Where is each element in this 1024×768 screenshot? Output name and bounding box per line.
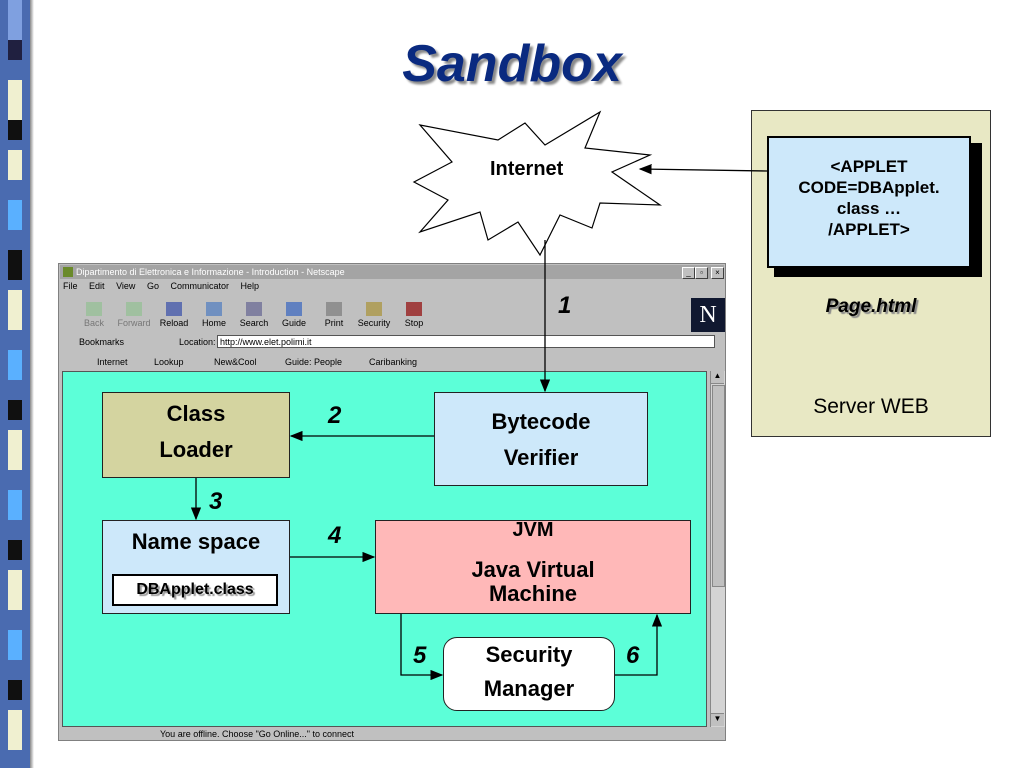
minimize-button[interactable]: _ — [682, 267, 695, 279]
print-button[interactable]: Print — [314, 302, 354, 328]
personal-caribanking[interactable]: Caribanking — [369, 357, 418, 367]
arrow-jvm-to-security — [400, 614, 444, 681]
step-3-label: 3 — [209, 488, 223, 515]
menu-communicator[interactable]: Communicator — [170, 281, 229, 291]
window-title: Dipartimento di Elettronica e Informazio… — [76, 267, 345, 277]
class-loader-box: Class Loader — [102, 392, 290, 478]
strip-shadow — [30, 0, 34, 768]
step-4-label: 4 — [328, 522, 342, 549]
applet-line: /APPLET> — [828, 220, 910, 239]
server-web-label: Server WEB — [813, 395, 929, 418]
home-button[interactable]: Home — [194, 302, 234, 328]
scroll-down-icon[interactable]: ▼ — [711, 713, 724, 726]
security-button[interactable]: Security — [354, 302, 394, 328]
search-icon — [246, 302, 262, 316]
security-manager-box: Security Manager — [443, 637, 615, 711]
applet-code-box: <APPLET CODE=DBApplet. class … /APPLET> — [767, 136, 971, 268]
bytecode-verifier-box: Bytecode Verifier — [434, 392, 648, 486]
netscape-logo: N — [691, 298, 725, 332]
bookmarks-button[interactable]: Bookmarks — [79, 337, 125, 347]
applet-line: <APPLET — [830, 157, 908, 176]
vertical-scrollbar[interactable]: ▲ ▼ — [710, 371, 725, 727]
page-html-label: Page.html — [825, 296, 917, 317]
menu-edit[interactable]: Edit — [89, 281, 105, 291]
personal-guide-people[interactable]: Guide: People — [285, 357, 343, 367]
menu-file[interactable]: File — [63, 281, 78, 291]
window-titlebar: Dipartimento di Elettronica e Informazio… — [60, 265, 724, 279]
personal-lookup[interactable]: Lookup — [154, 357, 184, 367]
arrow-applet-to-internet — [638, 163, 768, 175]
step-2-label: 2 — [328, 402, 342, 429]
personal-newcool[interactable]: New&Cool — [214, 357, 257, 367]
print-icon — [326, 302, 342, 316]
internet-starburst — [412, 110, 663, 257]
step-1-label: 1 — [558, 292, 572, 319]
applet-line: class … — [836, 199, 902, 218]
status-bar: You are offline. Choose "Go Online..." t… — [60, 728, 724, 740]
scroll-thumb[interactable] — [712, 385, 725, 587]
personal-internet[interactable]: Internet — [97, 357, 128, 367]
home-icon — [206, 302, 222, 316]
status-text: You are offline. Choose "Go Online..." t… — [160, 729, 355, 739]
decorative-strip — [0, 0, 30, 768]
lock-icon — [366, 302, 382, 316]
netscape-icon — [63, 267, 73, 277]
menu-help[interactable]: Help — [240, 281, 260, 291]
applet-line: CODE=DBApplet. — [798, 178, 940, 197]
reload-icon — [166, 302, 182, 316]
menu-view[interactable]: View — [116, 281, 136, 291]
menu-bar: File Edit View Go Communicator Help — [63, 281, 268, 291]
arrow-security-to-jvm — [615, 613, 663, 676]
stop-button[interactable]: Stop — [394, 302, 434, 328]
stop-icon — [406, 302, 422, 316]
scroll-up-icon[interactable]: ▲ — [711, 371, 724, 384]
step-5-label: 5 — [413, 642, 427, 669]
internet-label: Internet — [490, 158, 564, 180]
guide-button[interactable]: Guide — [274, 302, 314, 328]
back-button[interactable]: Back — [74, 302, 114, 328]
location-label: Location: — [179, 337, 216, 347]
dbapplet-class-box: DBApplet.class — [112, 574, 278, 606]
maximize-button[interactable]: ▫ — [695, 267, 708, 279]
search-button[interactable]: Search — [234, 302, 274, 328]
back-arrow-icon — [86, 302, 102, 316]
menu-go[interactable]: Go — [146, 281, 159, 291]
forward-arrow-icon — [126, 302, 142, 316]
step-6-label: 6 — [626, 642, 640, 669]
close-button[interactable]: × — [711, 267, 724, 279]
forward-button[interactable]: Forward — [114, 302, 154, 328]
slide-title: Sandbox — [402, 35, 622, 93]
guide-icon — [286, 302, 302, 316]
jvm-box: JVM Java Virtual Machine — [375, 519, 691, 614]
reload-button[interactable]: Reload — [154, 302, 194, 328]
location-input[interactable]: http://www.elet.polimi.it — [217, 335, 715, 348]
